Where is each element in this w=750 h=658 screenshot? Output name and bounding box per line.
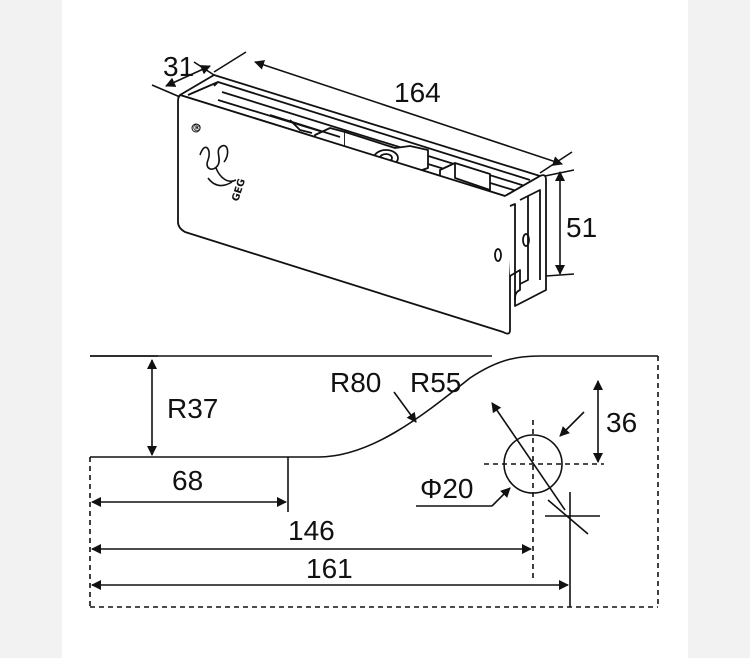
dimension-height-label: 51 <box>566 212 597 243</box>
logo-reg-mark: ® <box>192 123 202 134</box>
dimension-depth-label: 31 <box>163 51 194 82</box>
brand-logo <box>191 123 237 187</box>
dimension-36-label: 36 <box>606 407 637 438</box>
plan-outline <box>90 355 658 458</box>
dimension-depth <box>151 61 215 98</box>
dimension-r55-label: R55 <box>410 367 461 398</box>
dimension-161-label: 161 <box>306 553 353 584</box>
dimension-r80-label: R80 <box>330 367 381 398</box>
dimension-phi20-label: Φ20 <box>420 473 473 504</box>
patch-fitting-isometric <box>177 74 547 335</box>
dimension-length <box>213 51 573 174</box>
dimension-68-label: 68 <box>172 465 203 496</box>
dimension-r37-label: R37 <box>167 393 218 424</box>
dimension-length-label: 164 <box>394 77 441 108</box>
dimension-height <box>544 169 575 277</box>
dimension-146-label: 146 <box>288 515 335 546</box>
mounting-hole <box>503 434 563 494</box>
plan-view <box>89 355 659 608</box>
